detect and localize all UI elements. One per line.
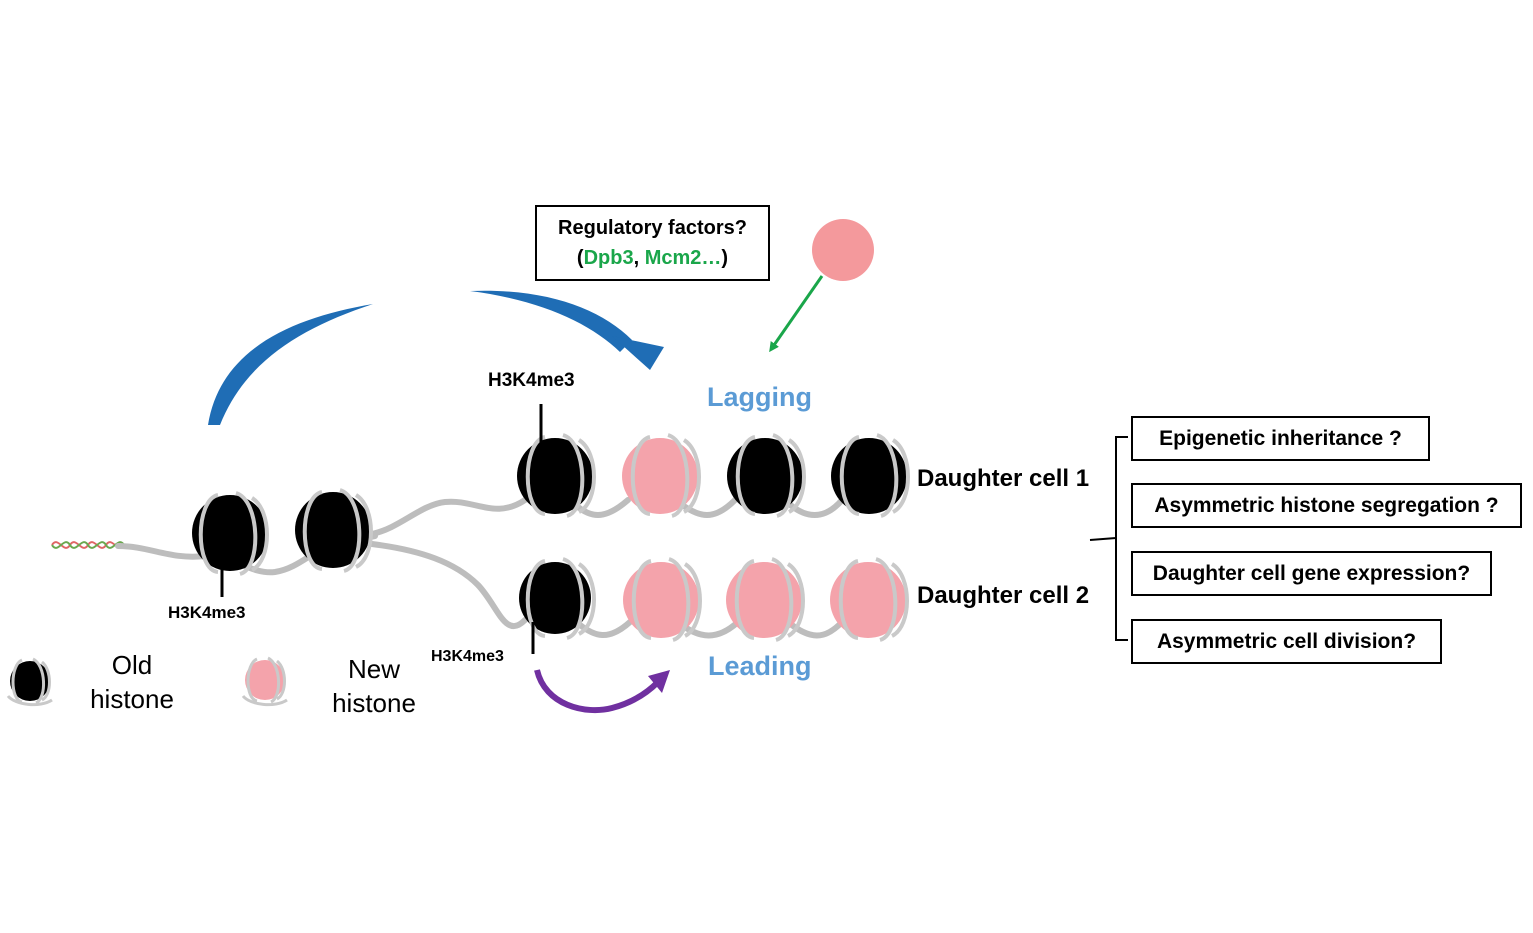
- leading-fork-strand: [369, 541, 528, 630]
- parental-old-nucleosome-1: [192, 491, 269, 576]
- comma: ,: [633, 247, 645, 269]
- new-histone-legend-label: New histone: [324, 652, 424, 720]
- regulatory-factors-list: (Dpb3, Mcm2…): [577, 243, 728, 273]
- old-histone-legend-label: Old histone: [82, 648, 182, 716]
- new-histone-legend-line2: histone: [332, 688, 416, 718]
- parental-old-nucleosome-2: [295, 488, 373, 573]
- leading-new-nucleosome-3: [830, 557, 909, 642]
- lagging-old-nucleosome-3: [831, 433, 910, 518]
- lagging-strand-label: Lagging: [707, 382, 812, 412]
- old-histone-legend-icon: [6, 657, 53, 707]
- factor-mcm2: Mcm2…: [644, 247, 722, 269]
- lagging-old-nucleosome-1: [517, 433, 596, 518]
- close-paren: ): [721, 247, 729, 269]
- factor-dpb3: Dpb3: [583, 247, 634, 269]
- leading-new-nucleosome-1: [623, 557, 702, 642]
- question-epigenetic-inheritance: Epigenetic inheritance ?: [1131, 416, 1430, 461]
- green-arrow-icon: [769, 275, 824, 353]
- new-histone-legend-icon: [241, 656, 288, 707]
- leading-h3k4me3-label: H3K4me3: [431, 648, 504, 665]
- lagging-old-nucleosome-2: [727, 433, 806, 518]
- lagging-h3k4me3-label: H3K4me3: [488, 370, 575, 391]
- blue-curved-arrow-icon: [208, 290, 664, 425]
- question-asymmetric-cell-division: Asymmetric cell division?: [1131, 619, 1442, 664]
- old-histone-legend-line2: histone: [90, 684, 174, 714]
- regulatory-factors-box: Regulatory factors? (Dpb3, Mcm2…): [535, 205, 770, 281]
- questions-bracket: [1089, 436, 1128, 641]
- purple-curved-arrow-icon: [534, 669, 670, 714]
- question-asymmetric-histone-segregation: Asymmetric histone segregation ?: [1131, 483, 1522, 528]
- lagging-fork-strand: [369, 497, 528, 537]
- lagging-linker-dna: [567, 497, 845, 518]
- leading-old-nucleosome: [519, 557, 596, 640]
- leading-new-nucleosome-2: [726, 557, 805, 642]
- daughter-cell-1-label: Daughter cell 1: [917, 465, 1090, 492]
- question-daughter-cell-gene-expression: Daughter cell gene expression?: [1131, 551, 1492, 596]
- new-histone-legend-line1: New: [347, 654, 400, 684]
- lagging-new-nucleosome: [622, 433, 701, 518]
- daughter-cell-2-label: Daughter cell 2: [917, 582, 1090, 609]
- open-paren: (: [576, 247, 584, 269]
- leading-strand-label: Leading: [708, 651, 812, 681]
- regulatory-factors-title: Regulatory factors?: [558, 217, 747, 239]
- dna-helix-icon: [51, 541, 125, 549]
- old-histone-legend-line1: Old: [111, 650, 153, 680]
- parental-h3k4me3-label: H3K4me3: [168, 603, 246, 622]
- regulatory-factor-ball: [812, 219, 874, 281]
